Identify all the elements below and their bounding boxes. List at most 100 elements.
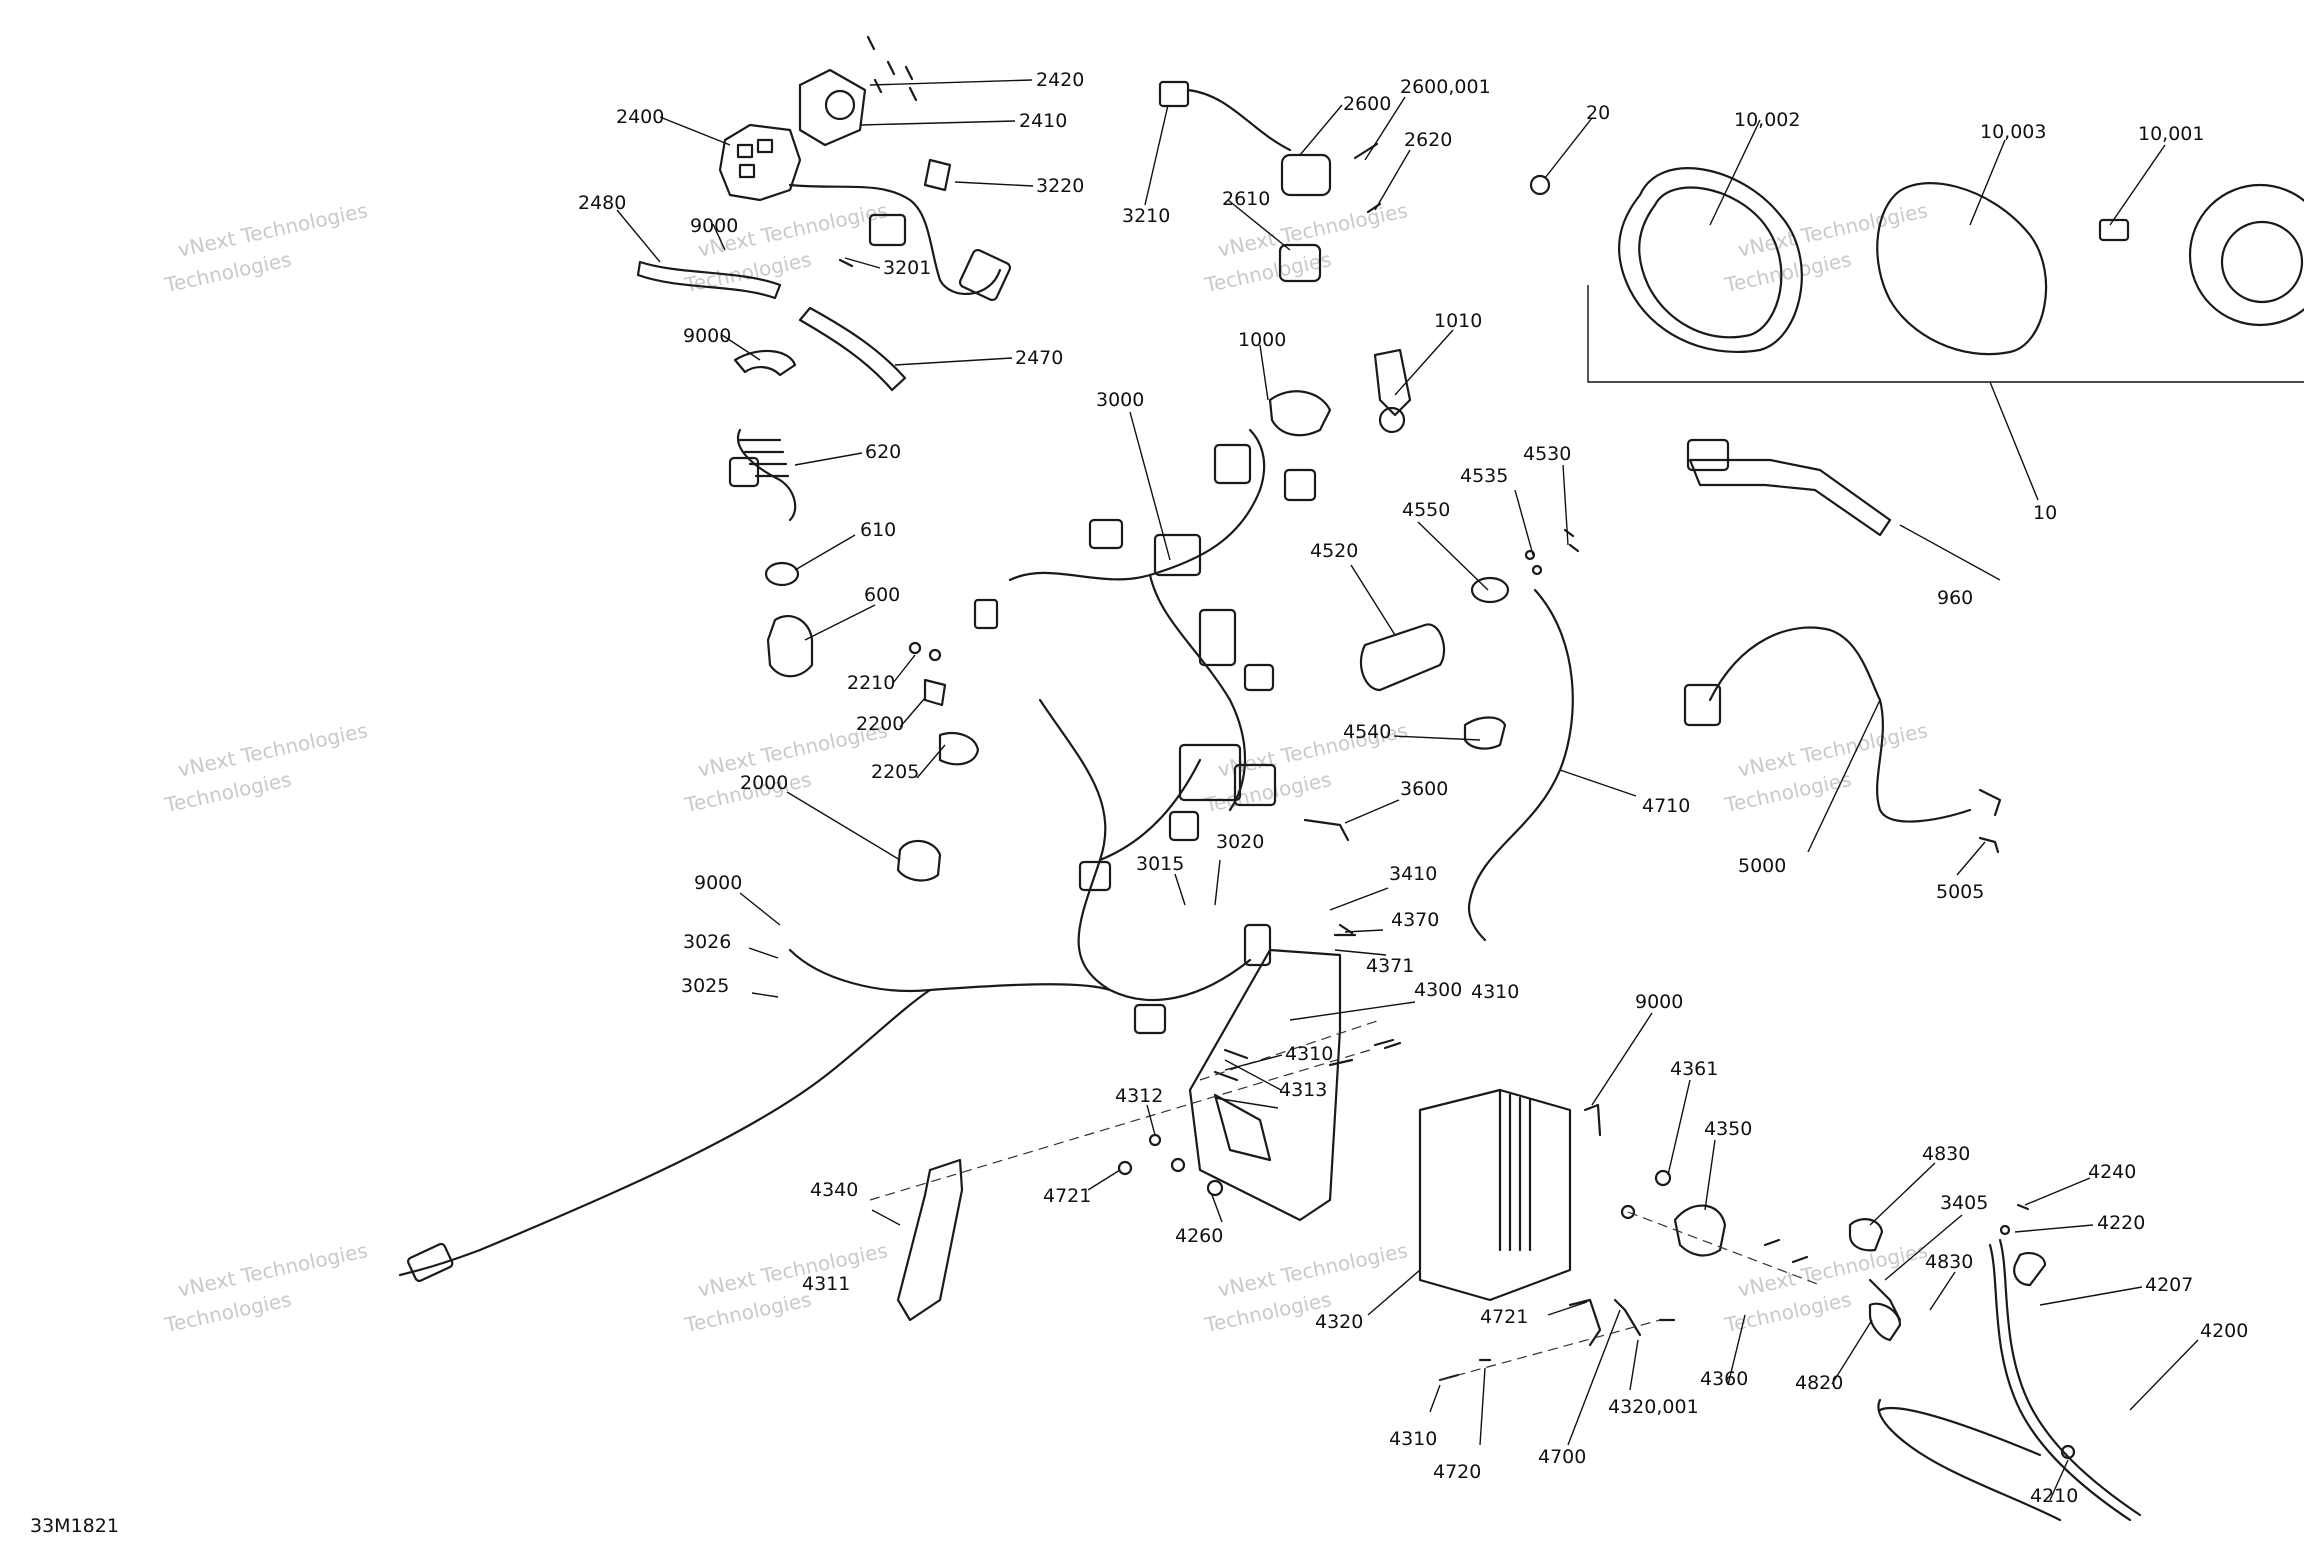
connector-part xyxy=(1198,608,1237,667)
ground-cable-part xyxy=(1998,1238,2142,1517)
callout-10: 10 xyxy=(2033,502,2057,524)
callout-4220: 4220 xyxy=(2097,1212,2145,1234)
screw-part xyxy=(1563,528,1580,553)
callout-4310: 4310 xyxy=(1471,981,1519,1003)
switch-cover-part xyxy=(798,68,867,147)
switch-part xyxy=(923,678,947,707)
callout-1010: 1010 xyxy=(1434,310,1482,332)
ring-part xyxy=(764,561,800,587)
gasket-part xyxy=(938,732,980,766)
harness-long-branch-part xyxy=(398,988,932,1277)
connector-part xyxy=(973,598,999,630)
callout-4207: 4207 xyxy=(2145,1274,2193,1296)
callout-10-001: 10,001 xyxy=(2138,123,2204,145)
starter-solenoid-group xyxy=(1303,528,1580,942)
nut-part xyxy=(1148,1133,1162,1147)
cluster-bracket-part xyxy=(2098,218,2130,242)
callout-4320-001: 4320,001 xyxy=(1608,1396,1699,1418)
nut-part xyxy=(908,641,922,655)
battery-part xyxy=(1418,1088,1572,1302)
accessory-socket-group xyxy=(1268,348,1412,437)
callout-600: 600 xyxy=(864,584,900,606)
callout-4312: 4312 xyxy=(1115,1085,1163,1107)
cluster-lens-part xyxy=(1876,182,2048,356)
callout-3026: 3026 xyxy=(683,931,731,953)
callout-4550: 4550 xyxy=(1402,499,1450,521)
sleeve-part xyxy=(636,260,782,300)
nut-part xyxy=(1524,549,1536,561)
ground-cable-part xyxy=(1988,1243,2132,1522)
callout-610: 610 xyxy=(860,519,896,541)
cluster-bezel-inner xyxy=(1638,186,1783,339)
switch-button-part xyxy=(738,163,756,179)
relay-2000 xyxy=(896,839,942,882)
callout-4710: 4710 xyxy=(1642,795,1690,817)
group-bracket-line xyxy=(1587,285,2304,383)
callout-4310: 4310 xyxy=(1285,1043,1333,1065)
callout-4830: 4830 xyxy=(1925,1251,1973,1273)
callout-2210: 2210 xyxy=(847,672,895,694)
callout-2205: 2205 xyxy=(871,761,919,783)
main-harness-group xyxy=(398,428,1317,1283)
callout-2200: 2200 xyxy=(856,713,904,735)
connector-part xyxy=(1283,468,1317,502)
clip-part xyxy=(1978,836,2000,854)
nut-part xyxy=(2060,1444,2076,1460)
callout-1000: 1000 xyxy=(1238,329,1286,351)
callout-4360: 4360 xyxy=(1700,1368,1748,1390)
connector-part xyxy=(1153,533,1202,577)
lanyard-clip-part xyxy=(728,456,760,488)
boot-part xyxy=(2013,1251,2047,1287)
tube-part xyxy=(798,306,907,392)
connector-part xyxy=(1243,923,1272,967)
callout-4240: 4240 xyxy=(2088,1161,2136,1183)
battery-cable-part xyxy=(1467,588,1574,942)
callout-2610: 2610 xyxy=(1222,188,1270,210)
plate-part xyxy=(1470,576,1510,604)
callout-4313: 4313 xyxy=(1279,1079,1327,1101)
screw-part xyxy=(1333,923,1402,1050)
lanyard-coils xyxy=(738,438,790,478)
callout-9000: 9000 xyxy=(1635,991,1683,1013)
sensor-harness-part xyxy=(1708,626,1972,823)
callout-4200: 4200 xyxy=(2200,1320,2248,1342)
callout-10-002: 10,002 xyxy=(1734,109,1800,131)
pin-part xyxy=(2016,1203,2030,1211)
callout-4340: 4340 xyxy=(810,1179,858,1201)
ground-cable-group xyxy=(1877,1203,2142,1522)
harness-branch-part xyxy=(788,948,1112,993)
callout-labels: 2420 2410 2400 3220 2480 9000 3201 9000 … xyxy=(578,69,2248,1507)
callout-4830: 4830 xyxy=(1922,1143,1970,1165)
fuse-box-part xyxy=(1178,743,1242,802)
callout-9000: 9000 xyxy=(694,872,742,894)
connector-part xyxy=(958,248,1012,302)
sensor-body-part xyxy=(1280,153,1332,197)
callout-3201: 3201 xyxy=(883,257,931,279)
cluster-gauge-part xyxy=(2188,183,2304,327)
ground-cable-part xyxy=(1877,1398,2062,1522)
callout-4361: 4361 xyxy=(1670,1058,1718,1080)
battery-ribs xyxy=(1498,1088,1532,1252)
relay-group-4350 xyxy=(1620,1169,1902,1342)
tray-web-part xyxy=(1213,1093,1272,1162)
nut-part xyxy=(1117,1160,1133,1176)
sensor-wire-part xyxy=(1186,88,1292,152)
callout-4721: 4721 xyxy=(1480,1306,1528,1328)
cable-lug-part xyxy=(1613,1298,1642,1337)
key-switch-part xyxy=(766,614,814,678)
callout-4520: 4520 xyxy=(1310,540,1358,562)
cable-part xyxy=(1303,818,1350,842)
nut-part xyxy=(1620,1204,1636,1220)
callout-3015: 3015 xyxy=(1136,853,1184,875)
bolt-part xyxy=(1763,1238,1809,1264)
socket-ring-part xyxy=(1378,406,1406,434)
bracket-harness-part xyxy=(1688,458,1892,537)
callout-3410: 3410 xyxy=(1389,863,1437,885)
connector-part xyxy=(1133,1003,1167,1035)
nut-part xyxy=(928,648,942,662)
callout-2410: 2410 xyxy=(1019,110,1067,132)
callout-2420: 2420 xyxy=(1036,69,1084,91)
callout-2000: 2000 xyxy=(740,772,788,794)
callout-620: 620 xyxy=(865,441,901,463)
